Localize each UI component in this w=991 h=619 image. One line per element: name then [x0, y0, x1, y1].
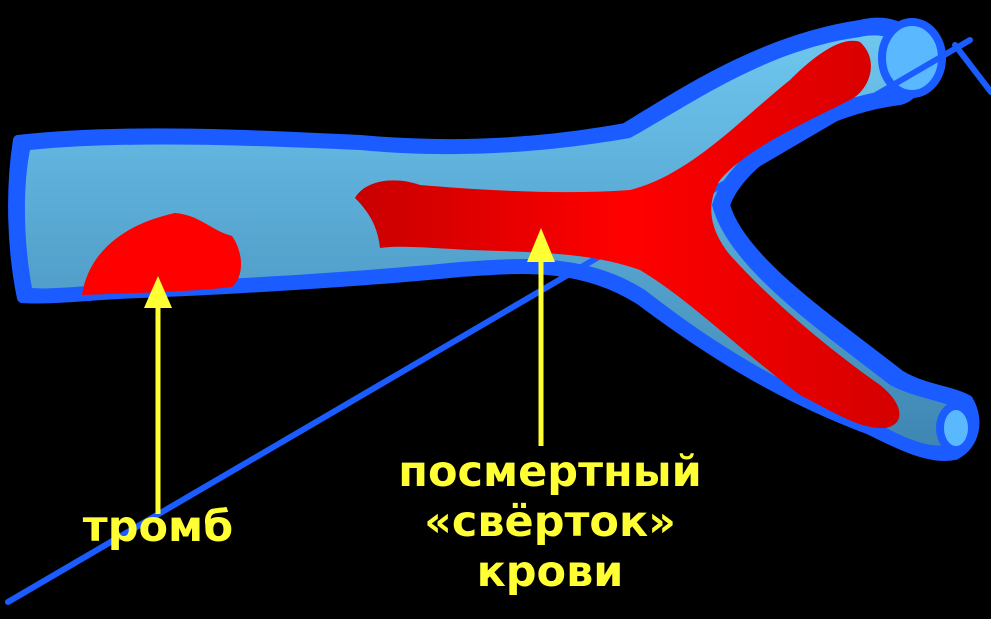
- clot-label-line2: «свёрток»: [380, 498, 720, 548]
- postmortem-clot-shape: [355, 41, 899, 428]
- arrow-thrombus: [144, 276, 172, 514]
- clot-label-line1: посмертный: [380, 448, 720, 498]
- arrow-clot: [527, 228, 555, 446]
- vessel-opening-lower: [940, 406, 972, 450]
- thrombus-label: тромб: [78, 503, 238, 553]
- postmortem-clot-label: посмертный «свёрток» крови: [380, 448, 720, 598]
- clot-label-line3: крови: [380, 548, 720, 598]
- cross-line-right: [955, 45, 991, 92]
